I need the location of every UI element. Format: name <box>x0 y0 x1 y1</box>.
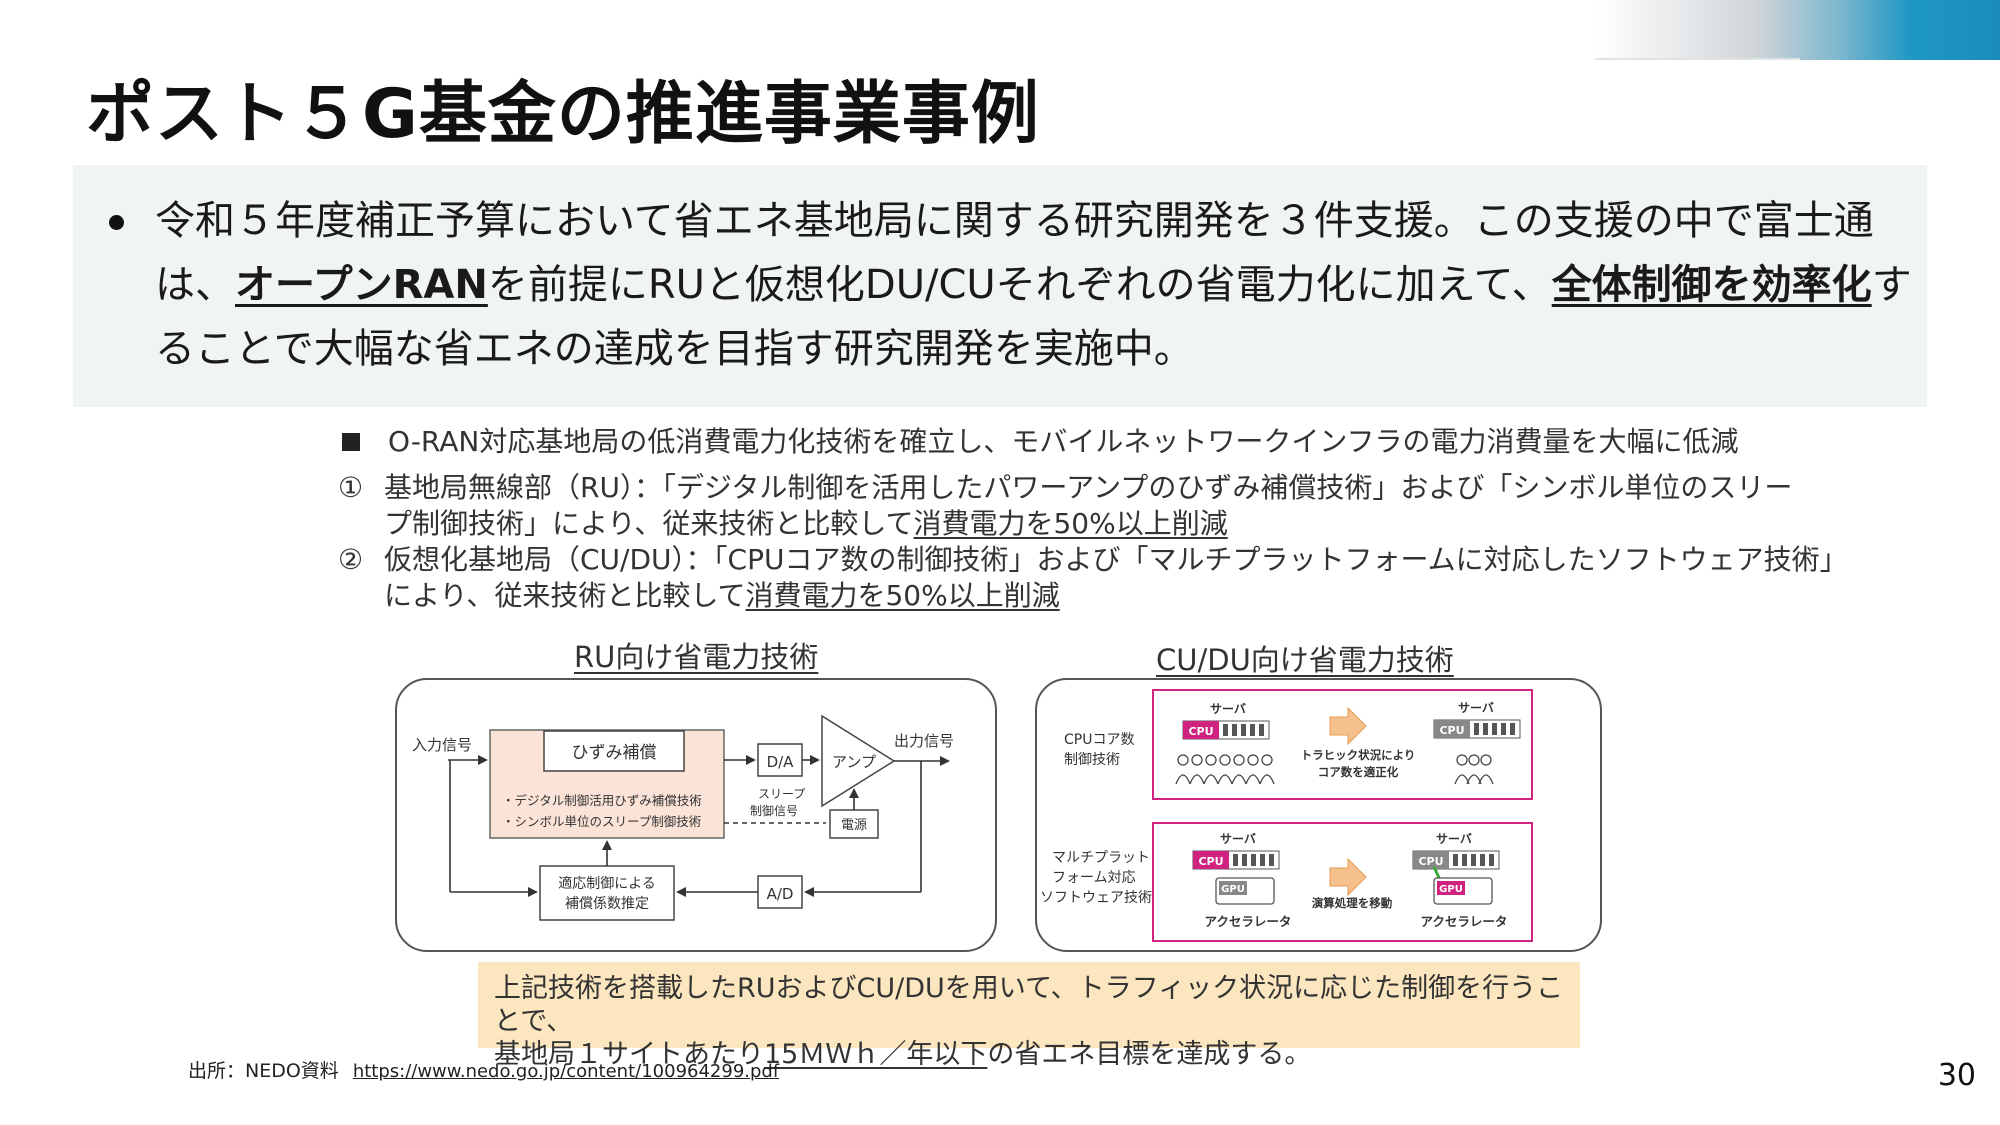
cpu-chip-idle-icon <box>1434 720 1470 738</box>
ad-converter-box <box>757 875 803 909</box>
source-link[interactable]: https://www.nedo.go.jp/content/100964299… <box>352 1061 780 1082</box>
gpu-chip-idle-icon <box>1219 881 1247 895</box>
cpu-chip-icon <box>1183 721 1219 739</box>
cpu-chip-idle-icon-4 <box>1413 851 1449 869</box>
ru-tech-1: ・デジタル制御活用ひずみ補償技術 <box>502 793 702 808</box>
item-1-reduction: 消費電力を50%以上削減 <box>913 507 1228 540</box>
power-supply-box <box>829 809 879 839</box>
item-2-reduction: 消費電力を50%以上削減 <box>745 579 1060 612</box>
summary-part-3: することで大幅な省エネの達成を目指す研究開発を実施中。 <box>155 262 1912 372</box>
cpu-core-label-1: CPUコア数 <box>1064 732 1134 748</box>
item-2-marker: ② <box>338 543 364 576</box>
right-arrow-icon <box>1329 706 1367 746</box>
item-1-text-cont: プ制御技術」により、従来技術と比較して <box>384 507 914 540</box>
users-group-icon <box>1175 754 1275 785</box>
cpu-label-3: CPU <box>1198 855 1223 868</box>
sleep-label-1: スリープ <box>758 787 805 801</box>
distortion-box <box>543 730 685 772</box>
corner-accent-band <box>1595 0 2000 60</box>
conclusion-text-end: の省エネ目標を達成する。 <box>987 1039 1312 1070</box>
square-bullet-icon <box>342 433 360 451</box>
adaptive-control-box <box>539 865 675 921</box>
cpu-label-1: CPU <box>1188 725 1213 738</box>
output-signal-label: 出力信号 <box>894 732 954 750</box>
conclusion-box: 上記技術を搭載したRUおよびCU/DUを用いて、トラフィック状況に応じた制御を行… <box>478 962 1580 1070</box>
traffic-label-1: トラヒック状況により <box>1301 748 1416 762</box>
conclusion-line-2: 基地局１サイトあたり15ＭＷｈ／年以下の省エネ目標を達成する。 <box>494 1038 1564 1071</box>
summary-part-2: を前提にRUと仮想化DU/CUそれぞれの省電力化に加えて、 <box>487 262 1552 308</box>
cpu-chip-icon-3 <box>1193 851 1229 869</box>
headline-text: O-RAN対応基地局の低消費電力化技術を確立し、モバイルネットワークインフラの電… <box>388 425 1739 458</box>
cpu-label-2: CPU <box>1439 724 1464 737</box>
cpu-cores-icon-4 <box>1453 854 1494 866</box>
adaptive-label-2: 補償係数推定 <box>565 896 649 912</box>
figure-headline: O-RAN対応基地局の低消費電力化技術を確立し、モバイルネットワークインフラの電… <box>338 424 1739 460</box>
bullet-icon <box>109 215 124 230</box>
summary-emphasis-open-ran: オープンRAN <box>235 262 488 308</box>
cpu-cores-icon <box>1223 724 1264 736</box>
ru-tech-2: ・シンボル単位のスリープ制御技術 <box>502 814 701 829</box>
ad-label: A/D <box>767 885 794 903</box>
item-2-line-2: により、従来技術と比較して消費電力を50%以上削減 <box>338 578 1708 614</box>
accelerator-label-2: アクセラレータ <box>1421 914 1508 929</box>
conclusion-target: 15ＭＷｈ／年以下 <box>764 1039 988 1070</box>
amplifier-icon <box>821 714 896 808</box>
server-label-2: サーバ <box>1458 701 1494 715</box>
source-citation: 出所：NEDO資料 https://www.nedo.go.jp/content/… <box>188 1056 779 1083</box>
item-1-line-2: プ制御技術」により、従来技術と比較して消費電力を50%以上削減 <box>338 506 1708 542</box>
item-2-line-1: ② 仮想化基地局（CU/DU）：「CPUコア数の制御技術」および「マルチプラット… <box>338 542 1848 578</box>
summary-emphasis-overall-control: 全体制御を効率化 <box>1551 262 1872 308</box>
gpu-label-2: GPU <box>1439 884 1463 895</box>
summary-text: 令和５年度補正予算において省エネ基地局に関する研究開発を３件支援。この支援の中で… <box>155 189 1935 381</box>
multi-platform-label-1: マルチプラット <box>1052 850 1150 866</box>
gpu-chip-active-icon <box>1437 881 1465 895</box>
cpu-cores-icon-2 <box>1474 723 1515 735</box>
sleep-label-2: 制御信号 <box>750 803 798 818</box>
adaptive-label-1: 適応制御による <box>558 875 656 892</box>
amp-label: アンプ <box>832 753 876 771</box>
server-label-4: サーバ <box>1436 832 1472 846</box>
cudu-panel-title: CU/DU向け省電力技術 <box>1156 643 1454 677</box>
ru-signal-lines <box>448 755 950 897</box>
traffic-label-2: コア数を適正化 <box>1318 765 1399 779</box>
item-2-text: 仮想化基地局（CU/DU）：「CPUコア数の制御技術」および「マルチプラットフォ… <box>384 543 1848 576</box>
server-label-3: サーバ <box>1220 832 1256 846</box>
conclusion-text: 基地局１サイトあたり <box>494 1039 764 1070</box>
source-label: 出所：NEDO資料 <box>188 1060 339 1082</box>
cpu-core-label-2: 制御技術 <box>1064 752 1120 768</box>
right-arrow-icon-2 <box>1329 857 1367 897</box>
item-1-marker: ① <box>338 471 364 504</box>
gpu-label-1: GPU <box>1221 884 1245 895</box>
multi-platform-label-2: フォーム対応 <box>1052 870 1136 886</box>
page-number: 30 <box>1937 1058 1976 1093</box>
summary-part-1: 令和５年度補正予算において省エネ基地局に関する研究開発を３件支援。この支援の中で… <box>155 198 1874 308</box>
move-processing-label: 演算処理を移動 <box>1312 896 1393 910</box>
item-1-text: 基地局無線部（RU）：「デジタル制御を活用したパワーアンプのひずみ補償技術」およ… <box>384 471 1793 504</box>
users-small-group-icon <box>1454 754 1494 785</box>
item-1-line-1: ① 基地局無線部（RU）：「デジタル制御を活用したパワーアンプのひずみ補償技術」… <box>338 470 1792 506</box>
multi-platform-label-3: ソフトウェア技術 <box>1040 890 1152 906</box>
server-label-1: サーバ <box>1210 702 1246 716</box>
page-title: ポスト５G基金の推進事業事例 <box>86 75 1040 154</box>
figure-description: O-RAN対応基地局の低消費電力化技術を確立し、モバイルネットワークインフラの電… <box>338 424 1848 614</box>
summary-box: 令和５年度補正予算において省エネ基地局に関する研究開発を３件支援。この支援の中で… <box>73 165 1927 407</box>
item-2-text-cont: により、従来技術と比較して <box>384 579 746 612</box>
accelerator-label-1: アクセラレータ <box>1205 914 1292 929</box>
conclusion-line-1: 上記技術を搭載したRUおよびCU/DUを用いて、トラフィック状況に応じた制御を行… <box>494 973 1564 1037</box>
cpu-cores-icon-3 <box>1233 854 1274 866</box>
cpu-label-4: CPU <box>1418 855 1443 868</box>
distortion-label: ひずみ補償 <box>572 743 657 763</box>
da-label: D/A <box>767 753 795 771</box>
input-signal-label: 入力信号 <box>412 736 472 754</box>
power-label: 電源 <box>841 818 867 833</box>
ru-panel-title: RU向け省電力技術 <box>574 640 819 674</box>
